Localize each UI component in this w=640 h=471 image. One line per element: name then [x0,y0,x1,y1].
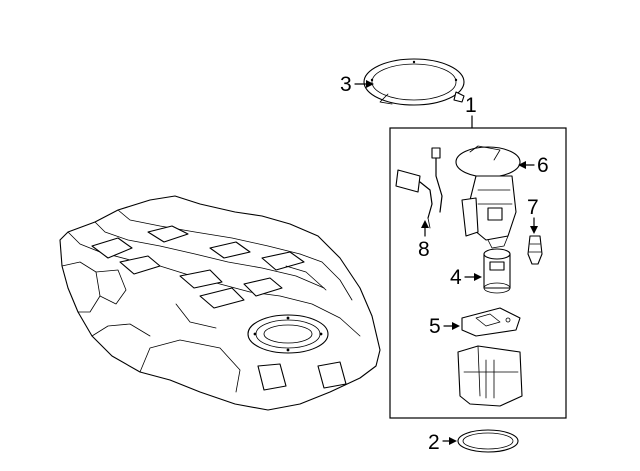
callout-6-arrowhead [518,161,526,169]
valve-part-7 [527,235,543,265]
callout-5: 5 [429,315,441,338]
callout-2: 2 [428,431,440,454]
callout-7-arrowhead [530,226,538,234]
callout-1: 1 [465,94,477,117]
callout-4-arrowhead [474,273,482,281]
callout-5-arrowhead [452,322,460,330]
bracket-part-5 [461,307,521,337]
callout-4: 4 [450,266,462,289]
reservoir-housing [457,345,523,407]
lock-ring-part-3 [363,58,465,106]
callout-3: 3 [340,73,352,96]
callout-8: 8 [418,238,430,261]
gasket-part-2 [457,429,519,453]
callout-7: 7 [527,196,539,219]
sender-unit-part-8 [395,147,443,229]
fuel-pump-assembly-box [389,127,567,419]
fuel-tank [59,195,381,411]
fuel-pump-part-4 [483,248,511,294]
callout-8-arrowhead [421,220,429,228]
pump-module-part-6 [455,145,521,249]
callout-2-arrowhead [449,437,457,445]
callout-6: 6 [537,154,549,177]
callout-3-arrowhead [366,80,374,88]
